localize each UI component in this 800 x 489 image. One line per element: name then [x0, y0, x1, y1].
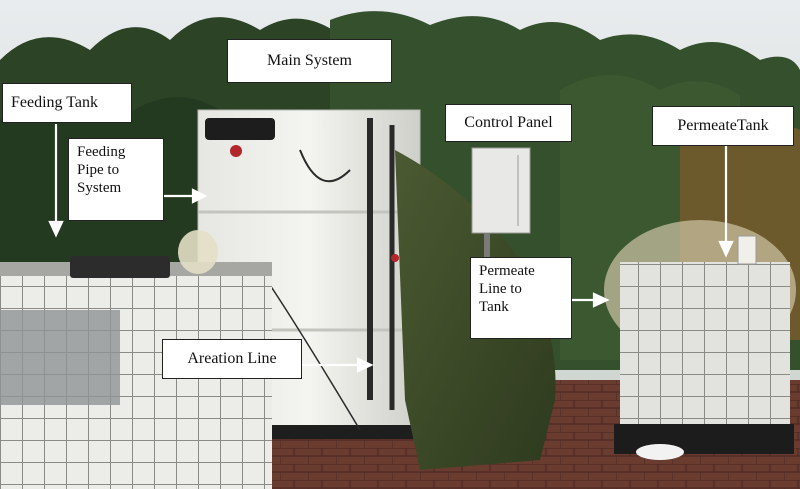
label-permeate-line-line3: Tank — [479, 299, 509, 315]
label-main-system-text: Main System — [267, 52, 352, 69]
label-feeding-pipe-line3: System — [77, 180, 122, 196]
label-feeding-tank: Feeding Tank — [2, 83, 132, 123]
label-feeding-tank-text: Feeding Tank — [11, 94, 99, 111]
label-permeate-line-line1: Permeate — [479, 263, 535, 279]
label-main-system: Main System — [227, 39, 392, 83]
annotation-arrows — [48, 124, 734, 373]
label-feeding-pipe: Feeding Pipe to System — [68, 138, 164, 221]
label-aeration-line: Areation Line — [162, 339, 302, 379]
label-aeration-line-text: Areation Line — [187, 350, 277, 367]
permeate-tank — [604, 220, 796, 460]
pipes — [269, 118, 399, 431]
label-control-panel: Control Panel — [445, 104, 572, 142]
label-permeate-line: Permeate Line to Tank — [470, 257, 572, 339]
control-panel-cabinet — [471, 147, 531, 259]
label-feeding-pipe-line1: Feeding — [77, 144, 126, 160]
label-feeding-pipe-line2: Pipe to — [77, 162, 120, 178]
label-permeate-line-line2: Line to — [479, 281, 522, 297]
label-control-panel-text: Control Panel — [464, 114, 553, 131]
label-permeate-tank: PermeateTank — [652, 106, 794, 146]
feeding-tank — [0, 230, 272, 489]
label-permeate-tank-text: PermeateTank — [677, 117, 769, 134]
